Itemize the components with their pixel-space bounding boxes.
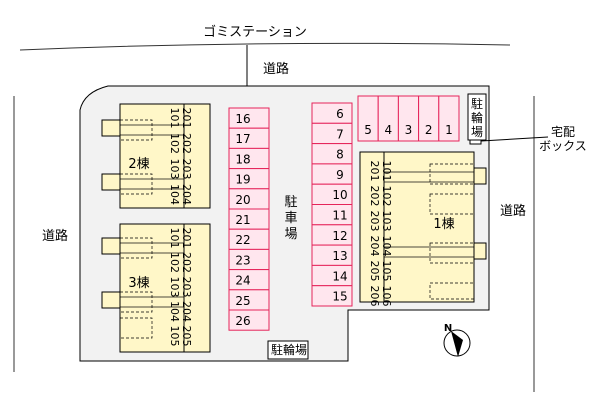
parking-space <box>438 95 460 142</box>
north-arrow: N <box>443 323 471 357</box>
parking-area-label: 駐車場 <box>284 195 297 242</box>
vertical-labels: 駐車場 駐輪場 <box>284 96 483 242</box>
parking-space-number: 8 <box>336 148 344 162</box>
parking-space-number: 7 <box>336 127 344 141</box>
delivery-box-label-line1: 宅配 <box>551 124 575 139</box>
parking-space-number: 19 <box>235 173 250 187</box>
parking-space <box>311 163 353 185</box>
unit-number: 102 <box>168 252 181 273</box>
bicycle-parking-top-label: 駐輪場 <box>471 96 483 139</box>
parking-space-number: 15 <box>332 290 347 304</box>
unit-number: 103 <box>168 159 181 180</box>
road-right-label: 道路 <box>500 203 526 219</box>
building-2 <box>101 103 211 209</box>
unit-number: 201 <box>180 228 193 249</box>
parking-space-number: 26 <box>235 314 250 328</box>
unit-number: 206 <box>368 286 381 307</box>
parking-space-number: 23 <box>235 253 250 267</box>
north-label: N <box>444 323 452 334</box>
bicycle-parking-bottom-label: 駐輪場 <box>271 342 307 357</box>
road-top-label: 道路 <box>263 61 289 77</box>
unit-number: 103 <box>380 211 393 232</box>
unit-number: 101 <box>168 108 181 129</box>
unit-number: 204 <box>180 184 193 205</box>
parking-space-number: 13 <box>332 249 347 263</box>
unit-number: 204 <box>180 301 193 322</box>
parking-space <box>228 309 270 331</box>
parking-space-number: 21 <box>235 213 250 227</box>
parking-right-column: 6 7 8 9 10 11 12 13 14 15 <box>311 102 353 307</box>
unit-number: 201 <box>180 108 193 129</box>
parking-space-number: 11 <box>332 209 347 223</box>
unit-number: 201 <box>368 161 381 182</box>
parking-space-number: 2 <box>425 123 433 137</box>
bicycle-parking-top <box>467 93 487 141</box>
unit-number: 205 <box>180 326 193 347</box>
building-3-name: 3棟 <box>128 276 149 291</box>
parking-space <box>311 102 353 124</box>
parking-space-number: 14 <box>332 269 347 283</box>
parking-space-number: 3 <box>405 123 413 137</box>
parking-space-number: 6 <box>336 107 344 121</box>
unit-number: 202 <box>368 186 381 207</box>
unit-number: 105 <box>168 326 181 347</box>
parking-space-number: 17 <box>235 132 250 146</box>
unit-number: 204 <box>368 236 381 257</box>
delivery-box-label-line2: ボックス <box>539 139 587 153</box>
unit-number: 102 <box>168 133 181 154</box>
unit-number: 202 <box>180 133 193 154</box>
parking-left-column: 16 17 18 19 20 21 22 23 24 25 26 <box>228 107 270 331</box>
parking-space <box>311 285 353 307</box>
unit-number: 106 <box>380 286 393 307</box>
unit-labels: 2012022032041011021031042012022032042051… <box>168 108 393 347</box>
delivery-box-leader <box>480 136 549 142</box>
unit-number: 105 <box>380 261 393 282</box>
road-top-edge <box>19 42 511 51</box>
unit-number: 104 <box>380 236 393 257</box>
unit-number: 104 <box>168 184 181 205</box>
parking-space-number: 24 <box>235 274 250 288</box>
building-2-name: 2棟 <box>128 157 149 172</box>
unit-number: 203 <box>180 159 193 180</box>
building-1 <box>359 151 487 303</box>
parking-space-number: 9 <box>336 168 344 182</box>
bicycle-parking-bottom <box>267 340 309 360</box>
parking-space <box>311 122 353 145</box>
unit-number: 102 <box>380 186 393 207</box>
parking-space-number: 25 <box>235 294 250 308</box>
unit-number: 101 <box>380 161 393 182</box>
building-1-name: 1棟 <box>433 217 454 232</box>
unit-number: 203 <box>368 211 381 232</box>
parking-space-number: 1 <box>445 123 453 137</box>
parking-space <box>311 143 353 165</box>
unit-number: 202 <box>180 252 193 273</box>
parking-space-number: 18 <box>235 152 250 166</box>
parking-space-number: 5 <box>364 123 372 137</box>
unit-number: 205 <box>368 261 381 282</box>
parking-space-number: 16 <box>235 112 250 126</box>
unit-number: 103 <box>168 277 181 298</box>
unit-number: 104 <box>168 301 181 322</box>
parking-space-number: 22 <box>235 233 250 247</box>
parking-space-number: 4 <box>384 123 392 137</box>
unit-number: 203 <box>180 277 193 298</box>
road-left-label: 道路 <box>42 228 68 244</box>
parking-space-number: 10 <box>332 188 347 202</box>
building-3 <box>101 223 211 353</box>
unit-number: 101 <box>168 228 181 249</box>
parking-space-number: 12 <box>332 229 347 243</box>
parking-space-number: 20 <box>235 193 250 207</box>
garbage-station-label: ゴミステーション <box>203 24 307 40</box>
